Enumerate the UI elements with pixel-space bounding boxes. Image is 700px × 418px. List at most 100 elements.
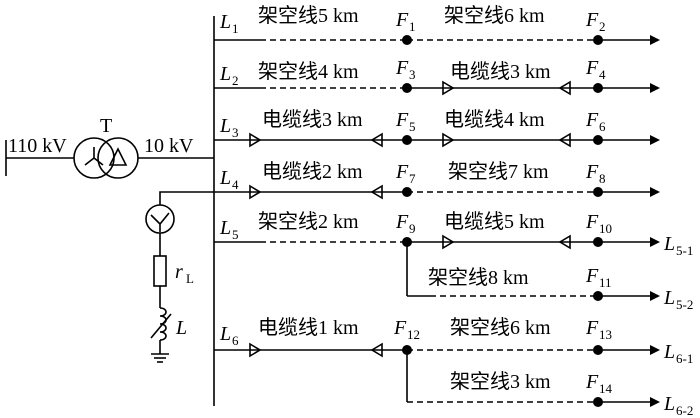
- grounding-connection: [159, 191, 214, 205]
- resistor-label-sub: L: [186, 271, 194, 286]
- resistor-symbol: [153, 255, 167, 287]
- segment-label: 架空线7 km: [448, 160, 549, 183]
- segment-label: 电缆线1 km: [258, 316, 359, 339]
- node-label: F: [585, 211, 599, 233]
- feeder-label-sub: 1: [232, 21, 239, 36]
- segment-label: 架空线4 km: [258, 60, 359, 83]
- feeder-label-sub: 5: [232, 227, 239, 242]
- branch-label-sub: 5-2: [676, 297, 693, 312]
- feeder-label: L: [219, 115, 231, 137]
- segment-label: 电缆线2 km: [262, 160, 363, 183]
- feeder-label: L: [219, 217, 231, 239]
- transformer-symbol: [73, 137, 139, 179]
- node-label-sub: 12: [407, 327, 420, 342]
- node-dot: [593, 135, 603, 145]
- node-dot: [593, 83, 603, 93]
- feeder-label-sub: 4: [232, 177, 239, 192]
- arrow-right-icon: [650, 397, 660, 407]
- branch-label-sub: 5-1: [676, 243, 693, 258]
- segment-label: 架空线8 km: [428, 266, 529, 289]
- segment-label: 电缆线3 km: [262, 108, 363, 131]
- node-label: F: [395, 211, 409, 233]
- cable-terminal-icon: [249, 132, 262, 148]
- node-label-sub: 7: [409, 171, 416, 186]
- grounding-branch: r L L: [145, 191, 214, 363]
- grounding-transformer-icon: [150, 212, 170, 232]
- node-dot: [593, 291, 603, 301]
- node-label: F: [585, 371, 599, 393]
- feeder-L6: L 6 电缆线1 km 架空线6 km 架空线3 km F 12 F 13 F …: [214, 316, 693, 418]
- arrow-right-icon: [650, 291, 660, 301]
- node-label: F: [393, 317, 407, 339]
- node-label-sub: 10: [599, 221, 612, 236]
- node-label: F: [585, 109, 599, 131]
- node-label-sub: 5: [409, 119, 416, 134]
- node-label-sub: 1: [409, 19, 416, 34]
- cable-terminal-icon: [370, 132, 383, 148]
- feeder-label: L: [219, 11, 231, 33]
- node-label: F: [585, 9, 599, 31]
- node-label-sub: 2: [599, 19, 606, 34]
- transformer-label: T: [100, 115, 112, 137]
- node-dot: [402, 187, 412, 197]
- segment-label: 架空线2 km: [258, 210, 359, 233]
- branch-label: L: [663, 341, 675, 363]
- node-dot: [402, 83, 412, 93]
- cable-terminal-icon: [558, 234, 571, 250]
- feeder-L5: L 5 架空线2 km 电缆线5 km 架空线8 km F 9 F 10 F 1…: [214, 210, 693, 312]
- node-dot: [593, 237, 603, 247]
- resistor-label: r: [175, 261, 183, 283]
- cable-terminal-icon: [249, 184, 262, 200]
- node-label-sub: 8: [599, 171, 606, 186]
- ground-icon: [151, 353, 169, 363]
- feeder-L4: L 4 电缆线2 km 架空线7 km F 7 F 8: [214, 160, 660, 200]
- transformer-secondary-winding: [97, 137, 139, 179]
- feeder-L3: L 3 电缆线3 km 电缆线4 km F 5 F 6: [214, 108, 660, 148]
- node-label-sub: 13: [599, 327, 612, 342]
- node-label-sub: 11: [599, 275, 612, 290]
- node-label: F: [585, 265, 599, 287]
- feeder-label: L: [219, 323, 231, 345]
- node-label: F: [395, 109, 409, 131]
- delta-winding-icon: [108, 147, 128, 166]
- segment-label: 电缆线5 km: [444, 210, 545, 233]
- hv-voltage-label: 110 kV: [8, 135, 67, 157]
- segment-label: 电缆线3 km: [450, 60, 551, 83]
- feeder-L2: L 2 架空线4 km 电缆线3 km F 3 F 4: [214, 57, 660, 96]
- arrow-right-icon: [650, 187, 660, 197]
- branch-label: L: [663, 393, 675, 415]
- node-dot: [402, 35, 412, 45]
- node-label-sub: 4: [599, 67, 606, 82]
- node-label: F: [585, 317, 599, 339]
- node-dot: [593, 35, 603, 45]
- node-label: F: [395, 57, 409, 79]
- node-label: F: [395, 161, 409, 183]
- node-label-sub: 9: [409, 221, 416, 236]
- source-section: 110 kV T 10 kV: [5, 16, 215, 406]
- cable-terminal-icon: [558, 132, 571, 148]
- cable-terminal-icon: [442, 80, 455, 96]
- node-label: F: [395, 9, 409, 31]
- segment-label: 架空线6 km: [450, 316, 551, 339]
- arrow-right-icon: [650, 135, 660, 145]
- node-label: F: [585, 57, 599, 79]
- node-dot: [593, 187, 603, 197]
- segment-label: 架空线6 km: [444, 4, 545, 27]
- feeder-label: L: [219, 167, 231, 189]
- feeder-label-sub: 6: [232, 333, 239, 348]
- branch-label: L: [663, 287, 675, 309]
- node-dot: [402, 345, 412, 355]
- adjustable-arrow-icon: [150, 313, 172, 339]
- feeder-L1: L 1 架空线5 km 架空线6 km F 1 F 2: [214, 4, 660, 45]
- inductor-coil-icon: [159, 307, 167, 341]
- branch-label-sub: 6-1: [676, 351, 693, 366]
- segment-label: 架空线5 km: [258, 4, 359, 27]
- inductor-label: L: [175, 317, 187, 339]
- segment-label: 架空线3 km: [450, 370, 551, 393]
- cable-terminal-icon: [370, 184, 383, 200]
- feeder-label: L: [219, 63, 231, 85]
- branch-label: L: [663, 233, 675, 255]
- feeder-label-sub: 2: [232, 73, 239, 88]
- node-label-sub: 6: [599, 119, 606, 134]
